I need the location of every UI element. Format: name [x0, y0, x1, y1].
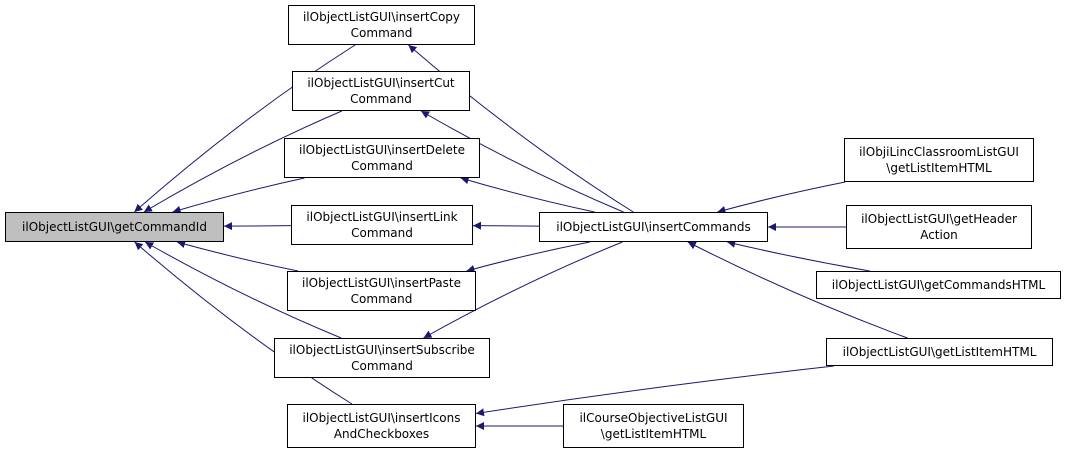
node-label-line: \getListItemHTML — [886, 161, 992, 175]
node-insert-cut-command[interactable]: ilObjectListGUI\insertCut Command — [292, 71, 470, 111]
node-label-line: ilObjectListGUI\insertCut — [307, 76, 455, 90]
node-insert-link-command[interactable]: ilObjectListGUI\insertLink Command — [291, 205, 473, 245]
node-course-objective-list-item-html[interactable]: ilCourseObjectiveListGUI \getListItemHTM… — [563, 404, 744, 448]
edge-cmdshtml-to-commands — [727, 239, 870, 272]
edge-paste-to-root — [176, 240, 299, 272]
node-label-line: ilObjectListGUI\getHeader — [861, 212, 1017, 226]
edge-link-to-root — [223, 222, 292, 231]
node-get-command-id: ilObjectListGUI\getCommandId — [5, 212, 224, 242]
node-label-line: ilObjectListGUI\getCommandId — [22, 220, 207, 234]
node-label-line: ilObjectListGUI\insertIcons — [302, 411, 461, 425]
edge-commands-to-delete — [460, 176, 595, 213]
node-insert-subscribe-command[interactable]: ilObjectListGUI\insertSubscribe Command — [274, 338, 490, 378]
node-label-line: ilObjectListGUI\getListItemHTML — [842, 345, 1037, 359]
node-label-line: Command — [351, 159, 413, 173]
node-label-line: \getListItemHTML — [600, 427, 707, 441]
node-label-line: ilObjectListGUI\insertCommands — [556, 220, 751, 234]
edge-icons-to-root — [134, 241, 353, 405]
node-get-header-action[interactable]: ilObjectListGUI\getHeader Action — [846, 205, 1032, 249]
node-label-line: Command — [350, 26, 413, 40]
node-label-line: ilObjectListGUI\insertPaste — [302, 276, 461, 290]
edge-listitem-to-icons — [475, 365, 834, 417]
node-insert-commands[interactable]: ilObjectListGUI\insertCommands — [539, 212, 768, 242]
node-insert-paste-command[interactable]: ilObjectListGUI\insertPaste Command — [287, 271, 476, 311]
node-get-commands-html[interactable]: ilObjectListGUI\getCommandsHTML — [816, 271, 1061, 299]
node-label-line: ilObjectListGUI\insertLink — [306, 210, 458, 224]
edge-listitem-to-commands — [687, 241, 908, 339]
node-insert-icons-and-checkboxes[interactable]: ilObjectListGUI\insertIcons AndCheckboxe… — [287, 404, 476, 448]
edge-linc-to-commands — [717, 181, 846, 214]
edge-subscribe-to-root — [144, 241, 342, 339]
edge-commands-to-paste — [466, 241, 590, 273]
node-label-line: Command — [350, 292, 413, 306]
edge-copy-to-root — [133, 44, 356, 213]
node-label-line: ilObjectListGUI\insertCopy — [302, 10, 461, 24]
node-insert-delete-command[interactable]: ilObjectListGUI\insertDelete Command — [284, 138, 480, 178]
node-label-line: ilObjectListGUI\insertDelete — [298, 143, 466, 157]
node-insert-copy-command[interactable]: ilObjectListGUI\insertCopy Command — [288, 5, 475, 45]
node-get-list-item-html[interactable]: ilObjectListGUI\getListItemHTML — [826, 338, 1053, 366]
edge-cut-to-root — [143, 110, 343, 213]
edge-commands-to-copy — [408, 44, 634, 213]
node-label-line: Command — [351, 359, 413, 373]
node-label-line: Command — [351, 226, 413, 240]
node-label-line: Action — [920, 228, 958, 242]
node-label-line: AndCheckboxes — [333, 427, 430, 441]
node-label-line: ilObjectListGUI\insertSubscribe — [289, 343, 475, 357]
node-label-line: ilCourseObjectiveListGUI — [579, 411, 728, 425]
node-label-line: ilObjiLincClassroomListGUI — [859, 145, 1019, 159]
edge-delete-to-root — [172, 177, 305, 214]
node-label-line: Command — [350, 92, 412, 106]
node-label-line: ilObjectListGUI\getCommandsHTML — [831, 278, 1046, 292]
node-linc-classroom-list-item-html[interactable]: ilObjiLincClassroomListGUI \getListItemH… — [844, 138, 1034, 182]
edge-commands-to-subscribe — [423, 241, 623, 339]
edge-commands-to-cut — [420, 110, 624, 213]
